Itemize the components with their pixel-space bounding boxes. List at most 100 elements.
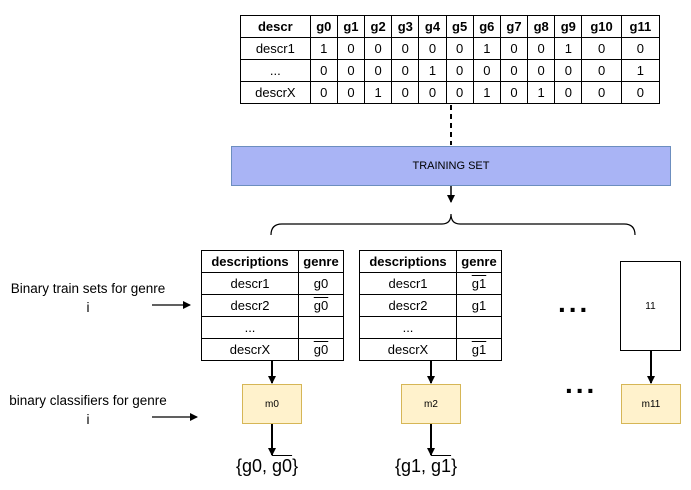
table-row: descr1 g1 [359, 272, 502, 295]
row-descr: descrX [240, 81, 311, 104]
result-negated-genre: g0 [272, 456, 293, 476]
label-cell: 1 [309, 37, 338, 60]
table-row: descr2 g0 [201, 294, 344, 317]
result-close: } [292, 456, 299, 476]
label-cell: 0 [445, 81, 474, 104]
header-descriptions: descriptions [201, 250, 299, 273]
description-cell: ... [201, 316, 299, 339]
label-cell: 0 [391, 81, 420, 104]
description-cell: ... [359, 316, 457, 339]
result-open: {g1, [395, 456, 432, 476]
table-row: ... [359, 316, 502, 339]
classifier-m2: m2 [401, 384, 461, 424]
description-cell: descrX [359, 338, 457, 361]
label-cell: 0 [527, 37, 556, 60]
label-cell: 0 [364, 37, 393, 60]
label-cell: 0 [309, 81, 338, 104]
label-cell: 0 [620, 81, 661, 104]
negated-genre-value: g0 [313, 298, 329, 313]
label-cell: 1 [527, 81, 556, 104]
genre-cell [456, 316, 502, 339]
label-cell: 1 [418, 59, 447, 82]
description-cell: descr1 [201, 272, 299, 295]
result-close: } [451, 456, 458, 476]
classifier-m0-label: m0 [265, 398, 279, 410]
label-cell: 0 [391, 59, 420, 82]
negated-genre-value: g0 [313, 342, 329, 357]
label-cell: 0 [418, 81, 447, 104]
train-sets-side-label: Binary train sets for genre i [10, 281, 166, 315]
label-cell: 0 [418, 37, 447, 60]
classifier-m11-label: m11 [641, 398, 661, 410]
training-set-box: TRAINING SET [231, 146, 671, 186]
ellipsis-tables: ... [558, 287, 591, 318]
label-cell: 0 [445, 37, 474, 60]
result-genre-0: {g0, g0} [236, 456, 298, 477]
description-cell: descrX [201, 338, 299, 361]
table-row: descr1 g0 [201, 272, 344, 295]
classifiers-side-label: binary classifiers for genre i [9, 393, 167, 427]
header-g8: g8 [527, 15, 556, 38]
header-g3: g3 [391, 15, 420, 38]
classifier-m2-label: m2 [424, 398, 438, 410]
classifier-m0: m0 [242, 384, 302, 424]
row-descr: ... [240, 59, 311, 82]
header-descr: descr [240, 15, 311, 38]
binary-table-genre-11-box: 11 [620, 261, 681, 351]
genre-value: g1 [471, 298, 487, 313]
label-cell: 0 [336, 37, 366, 60]
header-g5: g5 [445, 15, 474, 38]
label-cell: 0 [499, 37, 529, 60]
label-cell: 1 [554, 37, 583, 60]
distribution-brace [270, 213, 636, 236]
label-cell: 0 [336, 59, 366, 82]
genre-value: g0 [313, 276, 329, 291]
negated-genre-value: g1 [471, 342, 487, 357]
result-genre-1: {g1, g1} [395, 456, 457, 477]
label-cell: 0 [554, 59, 583, 82]
label-cell: 0 [445, 59, 474, 82]
genre-cell: g0 [298, 294, 344, 317]
label-cell: 0 [499, 81, 529, 104]
label-cell: 0 [527, 59, 556, 82]
label-cell: 1 [620, 59, 661, 82]
result-open: {g0, [236, 456, 273, 476]
box-11-label: 11 [645, 300, 656, 312]
label-cell: 0 [336, 81, 366, 104]
genre-cell: g1 [456, 338, 502, 361]
genre-cell [298, 316, 344, 339]
description-cell: descr2 [201, 294, 299, 317]
genre-cell: g0 [298, 272, 344, 295]
label-cell: 1 [364, 81, 393, 104]
negated-genre-value: g1 [471, 276, 487, 291]
header-g4: g4 [418, 15, 447, 38]
label-cell: 0 [309, 59, 338, 82]
genre-cell: g1 [456, 294, 502, 317]
header-g9: g9 [554, 15, 583, 38]
label-cell: 0 [581, 81, 622, 104]
training-set-label: TRAINING SET [412, 160, 490, 172]
header-genre: genre [298, 250, 344, 273]
label-cell: 0 [391, 37, 420, 60]
header-g1: g1 [336, 15, 366, 38]
header-g6: g6 [472, 15, 501, 38]
label-cell: 0 [472, 59, 501, 82]
label-cell: 1 [472, 37, 501, 60]
genre-cell: g0 [298, 338, 344, 361]
header-g0: g0 [309, 15, 338, 38]
table-row: descrX g1 [359, 338, 502, 361]
header-g7: g7 [499, 15, 529, 38]
label-cell: 0 [581, 37, 622, 60]
header-g11: g11 [620, 15, 661, 38]
description-cell: descr1 [359, 272, 457, 295]
